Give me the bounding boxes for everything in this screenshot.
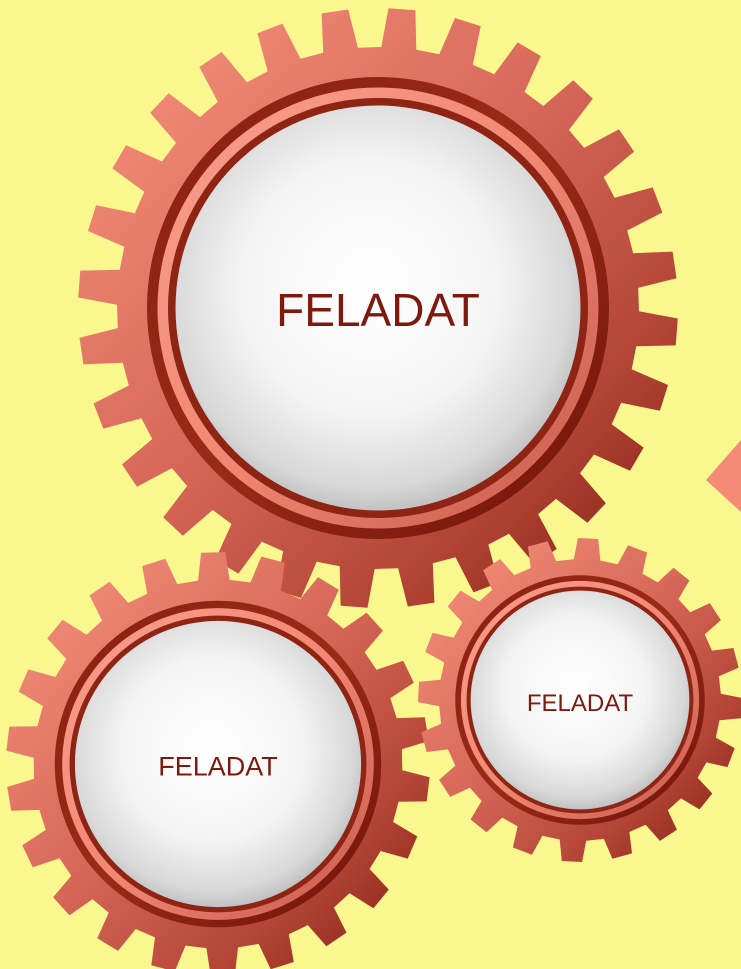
gear-small-left-label: FELADAT bbox=[158, 751, 278, 782]
gear-large-label: FELADAT bbox=[276, 284, 480, 336]
gear-face bbox=[175, 105, 581, 511]
gear-small-right bbox=[418, 538, 741, 862]
gear-face bbox=[74, 620, 362, 908]
gear-small-right-label: FELADAT bbox=[526, 690, 634, 717]
gear-large bbox=[78, 8, 678, 608]
right-edge-pointer bbox=[706, 440, 741, 512]
gear-small-left bbox=[6, 552, 430, 969]
gear-face bbox=[470, 590, 690, 810]
